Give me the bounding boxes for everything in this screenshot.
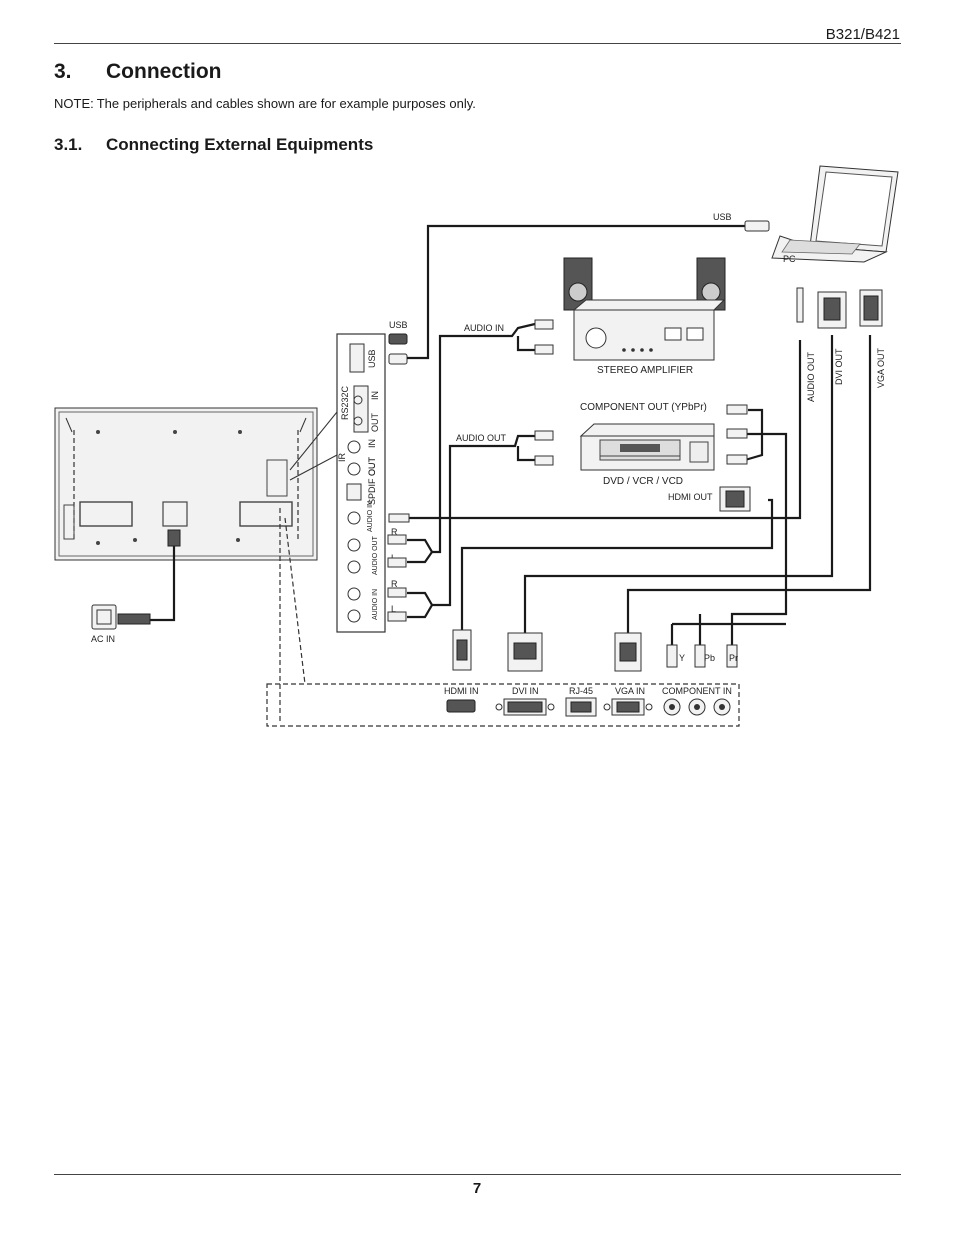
note-label: NOTE: bbox=[54, 96, 94, 111]
pc-usb-label: USB bbox=[713, 212, 732, 222]
dvd-hdmi-out-label: HDMI OUT bbox=[668, 492, 713, 502]
subsection-number: 3.1. bbox=[54, 135, 83, 154]
monitor-rear-illustration bbox=[54, 407, 318, 561]
laptop-illustration bbox=[771, 165, 899, 263]
pc-output-plugs bbox=[796, 287, 883, 329]
amp-label: STEREO AMPLIFIER bbox=[597, 365, 693, 376]
usb-plug bbox=[388, 353, 408, 365]
section-number: 3. bbox=[54, 60, 72, 83]
panel-ir-label: IR bbox=[337, 452, 347, 462]
section-title: Connection bbox=[106, 60, 222, 83]
panel-ir-out-label: OUT bbox=[367, 457, 377, 477]
plug-pr-label: Pr bbox=[729, 653, 738, 663]
zoom-line-top bbox=[289, 411, 338, 471]
amp-audio-cable bbox=[432, 322, 536, 554]
page-number: 7 bbox=[472, 1180, 482, 1197]
note: NOTE:The peripherals and cables shown ar… bbox=[54, 96, 476, 111]
audio-out-cable-rl bbox=[407, 538, 434, 564]
panel-audio-in-label: AUDIO IN bbox=[372, 589, 379, 620]
note-text: The peripherals and cables shown are for… bbox=[96, 96, 476, 111]
bottom-cable-plugs bbox=[452, 629, 738, 672]
audio-in-cable-rl bbox=[407, 591, 434, 619]
plug-pb-label: Pb bbox=[704, 653, 715, 663]
rj45-label: RJ-45 bbox=[569, 686, 593, 696]
subsection-title: Connecting External Equipments bbox=[106, 135, 374, 154]
panel-usb-label: USB bbox=[367, 349, 377, 368]
dvd-audio-cable bbox=[432, 434, 535, 607]
component-cable-a bbox=[744, 408, 764, 462]
panel-audio-in-top-label: AUDIO IN bbox=[367, 501, 374, 532]
dvi-cable bbox=[523, 335, 834, 633]
amplifier-illustration bbox=[563, 257, 726, 361]
rca-plugs bbox=[387, 319, 748, 622]
dvd-label: DVD / VCR / VCD bbox=[603, 476, 683, 487]
vga-cable bbox=[626, 335, 872, 633]
pc-audio-cable bbox=[407, 340, 802, 520]
header-rule bbox=[54, 43, 901, 44]
panel-audio-out-label: AUDIO OUT bbox=[372, 535, 379, 575]
hdmi-in-label: HDMI IN bbox=[444, 686, 479, 696]
ac-in-label: AC IN bbox=[91, 634, 115, 644]
model-number: B321/B421 bbox=[825, 26, 900, 43]
side-port-panel bbox=[336, 333, 386, 633]
component-cable-b bbox=[730, 432, 788, 645]
pc-vga-out-label: VGA OUT bbox=[876, 347, 886, 388]
panel-rs232c-label: RS232C bbox=[340, 385, 350, 420]
panel-rs-in-label: IN bbox=[370, 391, 380, 400]
bottom-port-panel bbox=[266, 683, 740, 727]
panel-l2-label: L bbox=[391, 604, 396, 614]
plug-y-label: Y bbox=[679, 653, 685, 663]
power-cable bbox=[91, 529, 181, 630]
panel-usb-top-label: USB bbox=[389, 320, 408, 330]
footer-rule bbox=[54, 1174, 901, 1175]
panel-ir-in-label: IN bbox=[367, 439, 377, 448]
pc-audio-out-label: AUDIO OUT bbox=[806, 351, 816, 402]
pc-usb-plug bbox=[744, 220, 770, 232]
component-in-label: COMPONENT IN bbox=[662, 686, 732, 696]
dvd-player-illustration bbox=[579, 423, 715, 471]
bottom-port-shapes bbox=[446, 697, 731, 717]
pc-label: PC bbox=[783, 254, 796, 264]
usb-cable bbox=[407, 224, 745, 360]
amp-audio-in-label: AUDIO IN bbox=[464, 323, 504, 333]
panel-spdif-label: SPDIF OUT bbox=[367, 456, 377, 505]
zoom-line-mid bbox=[289, 454, 338, 481]
usb-stick bbox=[388, 333, 408, 345]
callout-line-right bbox=[284, 517, 306, 685]
panel-r1-label: R bbox=[391, 527, 398, 537]
panel-r2-label: R bbox=[391, 579, 398, 589]
pc-dvi-out-label: DVI OUT bbox=[834, 348, 844, 385]
panel-rs-out-label: OUT bbox=[370, 413, 380, 433]
hdmi-cable bbox=[460, 498, 774, 630]
dvd-component-out-label: COMPONENT OUT (YPbPr) bbox=[580, 402, 707, 413]
dvd-audio-out-label: AUDIO OUT bbox=[456, 433, 507, 443]
dvi-in-label: DVI IN bbox=[512, 686, 539, 696]
vga-in-label: VGA IN bbox=[615, 686, 645, 696]
